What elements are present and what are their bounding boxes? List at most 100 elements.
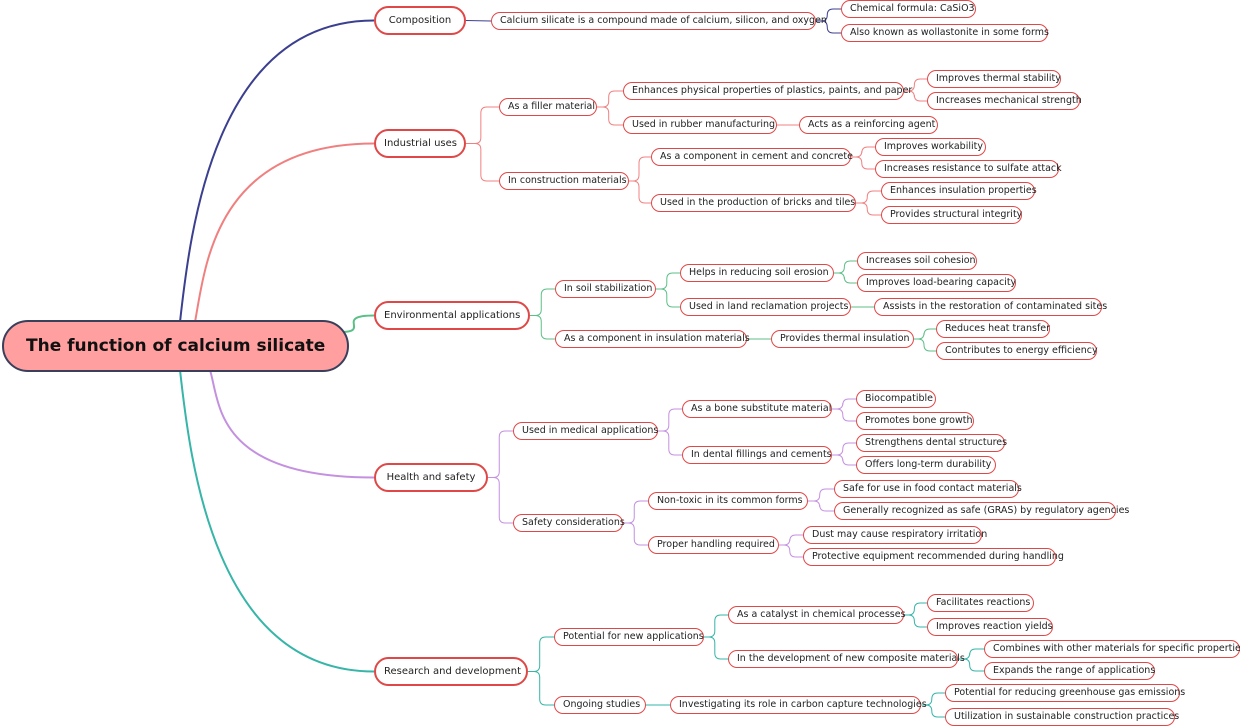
leaf-topic[interactable]: Potential for reducing greenhouse gas em… [945,684,1185,702]
connector-line [856,202,881,216]
leaf-topic[interactable]: Dust may cause respiratory irritation [803,526,987,544]
leaf-topic[interactable]: Biocompatible [856,390,936,408]
connector-line [832,442,856,456]
leaf-topic[interactable]: Protective equipment recommended during … [803,548,1064,566]
connector-line [816,8,841,22]
leaf-topic[interactable]: Improves workability [875,138,986,156]
leaf-topic[interactable]: Promotes bone growth [856,412,974,430]
connector-line [194,142,375,323]
leaf-topic[interactable]: Contributes to energy efficiency [936,342,1098,360]
connector-line [179,369,375,673]
leaf-topic[interactable]: Also known as wollastonite in some forms [841,24,1049,42]
leaf-topic[interactable]: Expands the range of applications [984,662,1155,680]
leaf-topic[interactable]: Chemical formula: CaSiO3 [841,0,976,18]
connector-line [904,614,927,628]
subtopic[interactable]: Helps in reducing soil erosion [680,264,834,282]
subtopic[interactable]: In soil stabilization [555,280,656,298]
subtopic[interactable]: Used in the production of bricks and til… [651,194,856,212]
subtopic[interactable]: Investigating its role in carbon capture… [670,696,927,714]
connector-line [958,648,984,660]
leaf-topic[interactable]: Provides structural integrity [881,206,1022,224]
subtopic[interactable]: In the development of new composite mate… [728,650,965,668]
topic-environmental-applications[interactable]: Environmental applications [374,301,530,330]
connector-line [528,671,554,706]
connector-line [623,522,648,546]
subtopic[interactable]: Ongoing studies [554,696,646,714]
connector-line [704,636,728,660]
connector-line [340,314,375,333]
leaf-topic[interactable]: Facilitates reactions [927,594,1034,612]
connector-line [623,500,648,524]
topic-research-and-development[interactable]: Research and development [374,657,528,686]
leaf-topic[interactable]: Improves load-bearing capacity [857,274,1016,292]
connector-line [834,272,857,284]
connector-line [656,272,680,290]
connector-line [658,408,682,432]
root-topic[interactable]: The function of calcium silicate [2,320,350,372]
leaf-topic[interactable]: Increases soil cohesion [857,252,977,270]
leaf-topic[interactable]: Assists in the restoration of contaminat… [874,298,1107,316]
connector-line [530,315,555,340]
subtopic[interactable]: Used in land reclamation projects [680,298,851,316]
leaf-topic[interactable]: Increases mechanical strength [927,92,1082,110]
connector-line [834,260,857,274]
subtopic[interactable]: Enhances physical properties of plastics… [623,82,912,100]
connector-line [921,704,945,718]
subtopic[interactable]: In dental fillings and cements [682,446,832,464]
leaf-topic[interactable]: Reduces heat transfer [936,320,1050,338]
subtopic[interactable]: Safety considerations [513,514,625,532]
connector-line [179,19,375,323]
subtopic[interactable]: Used in medical applications [513,422,658,440]
connector-line [779,534,803,546]
subtopic[interactable]: Potential for new applications [554,628,704,646]
connector-line [629,180,651,204]
subtopic[interactable]: In construction materials [499,172,629,190]
subtopic[interactable]: As a component in insulation materials [555,330,750,348]
connector-line [832,408,856,422]
connector-line [808,488,834,502]
connector-line [816,20,841,34]
subtopic[interactable]: As a filler material [499,98,597,116]
connector-line [904,78,927,92]
leaf-topic[interactable]: Increases resistance to sulfate attack [875,160,1062,178]
subtopic[interactable]: Calcium silicate is a compound made of c… [491,12,827,30]
subtopic[interactable]: As a component in cement and concrete [651,148,853,166]
subtopic[interactable]: Non-toxic in its common forms [648,492,808,510]
connector-line [597,106,623,126]
connector-line [914,328,936,340]
subtopic[interactable]: As a catalyst in chemical processes [728,606,906,624]
connector-line [904,602,927,616]
leaf-topic[interactable]: Improves thermal stability [927,70,1061,88]
connector-line [851,156,875,170]
connector-line [209,369,375,479]
leaf-topic[interactable]: Generally recognized as safe (GRAS) by r… [834,502,1129,520]
connector-line [658,430,682,456]
leaf-topic[interactable]: Offers long-term durability [856,456,996,474]
leaf-topic[interactable]: Enhances insulation properties [881,182,1037,200]
connector-line [832,398,856,410]
topic-industrial-uses[interactable]: Industrial uses [374,129,466,158]
leaf-topic[interactable]: Strengthens dental structures [856,434,1007,452]
connector-line [832,454,856,466]
topic-health-and-safety[interactable]: Health and safety [374,463,488,492]
leaf-topic[interactable]: Combines with other materials for specif… [984,640,1240,658]
subtopic[interactable]: Provides thermal insulation [771,330,914,348]
connector-line [466,143,499,182]
connector-line [466,106,499,144]
connector-line [851,146,875,158]
connector-line [530,288,555,316]
connector-line [465,20,492,22]
leaf-topic[interactable]: Acts as a reinforcing agent [799,116,938,134]
subtopic[interactable]: Proper handling required [648,536,779,554]
leaf-topic[interactable]: Safe for use in food contact materials [834,480,1022,498]
topic-composition[interactable]: Composition [374,6,466,35]
connector-line [488,430,513,478]
leaf-topic[interactable]: Improves reaction yields [927,618,1053,636]
leaf-topic[interactable]: Utilization in sustainable construction … [945,708,1179,726]
connector-line [958,658,984,672]
subtopic[interactable]: As a bone substitute material [682,400,832,418]
connector-line [528,636,554,672]
subtopic[interactable]: Used in rubber manufacturing [623,116,777,134]
connector-line [629,156,651,182]
